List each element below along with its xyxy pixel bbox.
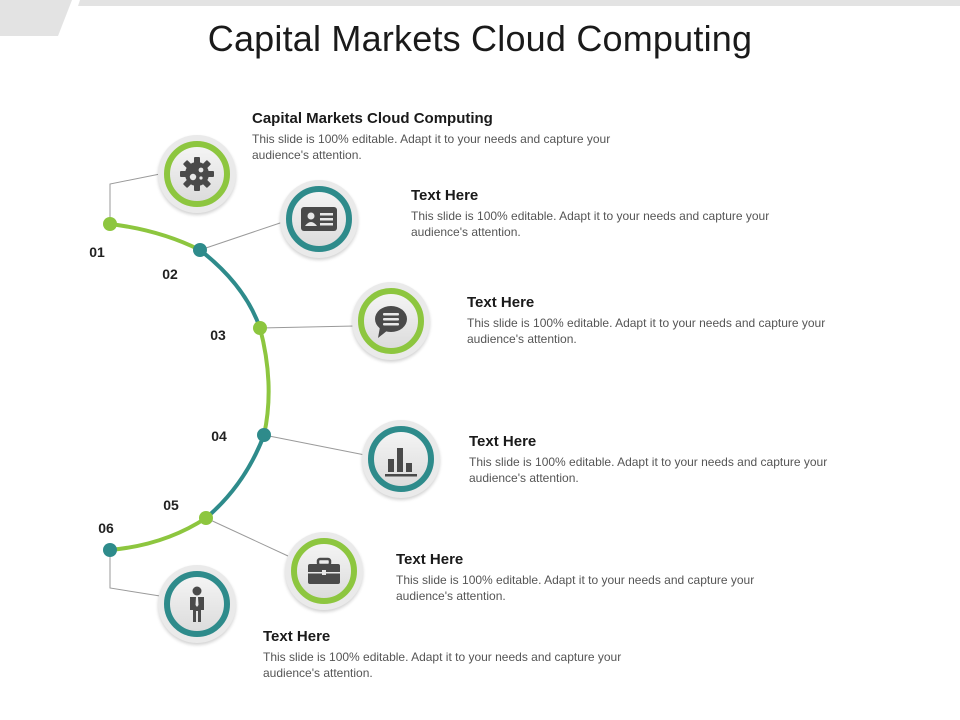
node-01	[103, 217, 117, 231]
step-number-05: 05	[163, 497, 179, 513]
chat-bubble-icon	[375, 306, 407, 338]
step-02-icon-badge	[280, 180, 358, 258]
step-number-02: 02	[162, 266, 178, 282]
connector-line	[205, 517, 289, 557]
step-04-body: This slide is 100% editable. Adapt it to…	[469, 455, 828, 485]
step-03-body: This slide is 100% editable. Adapt it to…	[467, 316, 826, 346]
step-06-icon-badge	[158, 565, 236, 643]
briefcase-icon	[308, 557, 340, 584]
step-number-06: 06	[98, 520, 114, 536]
step-01-text: Capital Markets Cloud Computing This sli…	[252, 110, 632, 163]
step-number-04: 04	[211, 428, 227, 444]
step-number-03: 03	[210, 327, 226, 343]
connector-line	[109, 550, 161, 597]
step-01-icon-badge	[158, 135, 236, 213]
node-04	[257, 428, 271, 442]
step-03-icon-badge	[352, 282, 430, 360]
step-05-body: This slide is 100% editable. Adapt it to…	[396, 573, 755, 603]
step-03-heading: Text Here	[467, 294, 535, 311]
step-05-text: Text Here This slide is 100% editable. A…	[396, 551, 801, 604]
gear-icon	[180, 157, 214, 191]
step-04-text: Text Here This slide is 100% editable. A…	[469, 433, 874, 486]
arc-segment-3	[258, 326, 271, 437]
step-02-text: Text Here This slide is 100% editable. A…	[411, 187, 791, 240]
arc-segment-2	[198, 248, 262, 330]
bar-chart-icon	[385, 448, 417, 477]
step-02-heading: Text Here	[411, 187, 479, 204]
step-01-heading: Capital Markets Cloud Computing	[252, 110, 493, 127]
connector-line	[199, 221, 284, 251]
connector-line	[259, 325, 356, 329]
step-02-body: This slide is 100% editable. Adapt it to…	[411, 209, 770, 239]
step-04-heading: Text Here	[469, 433, 537, 450]
step-05-icon-badge	[285, 532, 363, 610]
step-number-01: 01	[89, 244, 105, 260]
step-01-body: This slide is 100% editable. Adapt it to…	[252, 132, 611, 162]
node-06	[103, 543, 117, 557]
connector-line	[109, 173, 161, 224]
id-card-icon	[301, 207, 337, 231]
arc-segment-1	[108, 222, 202, 252]
step-04-icon-badge	[362, 420, 440, 498]
node-03	[253, 321, 267, 335]
step-03-text: Text Here This slide is 100% editable. A…	[467, 294, 872, 347]
node-05	[199, 511, 213, 525]
page-title: Capital Markets Cloud Computing	[207, 18, 753, 59]
node-02	[193, 243, 207, 257]
top-decorative-bar	[0, 0, 960, 36]
arc-segment-4	[204, 433, 266, 520]
businessman-icon	[190, 586, 204, 622]
step-05-heading: Text Here	[396, 551, 464, 568]
step-06-heading: Text Here	[263, 628, 331, 645]
connector-line	[263, 434, 366, 456]
step-06-body: This slide is 100% editable. Adapt it to…	[263, 650, 622, 680]
arc-segment-5	[108, 516, 208, 552]
step-06-text: Text Here This slide is 100% editable. A…	[263, 628, 668, 681]
